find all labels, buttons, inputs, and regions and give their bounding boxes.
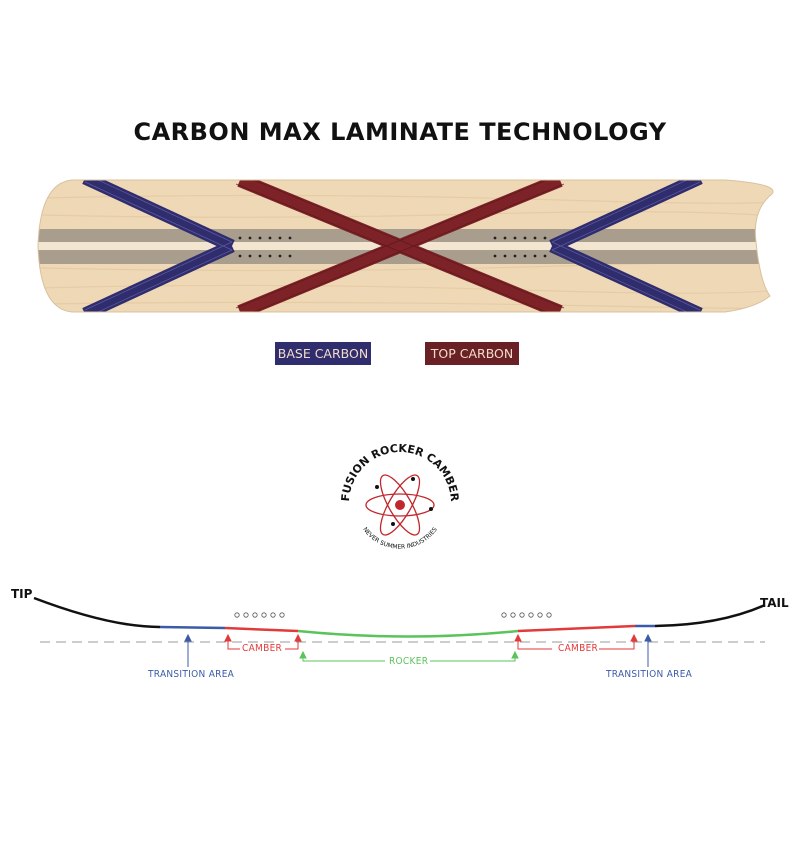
camber-left — [224, 626, 299, 633]
camber-left-label: CAMBER — [242, 643, 283, 654]
tail-label: TAIL — [760, 596, 789, 610]
camber-right — [517, 624, 636, 633]
rocker-bracket — [299, 650, 519, 662]
camber-brackets — [224, 633, 638, 650]
page-title: CARBON MAX LAMINATE TECHNOLOGY — [133, 118, 667, 146]
legend-top-swatch — [425, 342, 519, 365]
fusion-rocker-camber-logo: FUSION ROCKER CAMBER NEVER SUMMER INDUST… — [339, 442, 461, 551]
base-carbon-left — [82, 180, 235, 312]
top-carbon-x — [235, 180, 565, 312]
transition-left — [159, 625, 226, 630]
rocker-section — [297, 629, 519, 638]
camber-profile-diagram — [33, 596, 766, 667]
camber-right-label: CAMBER — [558, 643, 599, 654]
transition-arrows — [184, 633, 652, 667]
insert-marks-right — [501, 612, 552, 618]
rocker-label: ROCKER — [389, 656, 429, 667]
atom-icon — [365, 474, 435, 536]
atom-electrons — [375, 477, 433, 526]
legend-base-swatch — [275, 342, 371, 365]
base-carbon-right — [549, 180, 703, 312]
board-outline — [37, 179, 774, 313]
insert-marks-left — [234, 612, 285, 618]
insert-holes-right — [493, 236, 547, 258]
tip-label: TIP — [11, 587, 33, 601]
legend-top-carbon: TOP CARBON — [430, 346, 514, 361]
atom-nucleus — [395, 500, 405, 510]
legend-base-carbon: BASE CARBON — [277, 346, 369, 361]
snowboard-illustration — [37, 179, 774, 313]
transition-left-label: TRANSITION AREA — [148, 669, 235, 680]
tail-kick — [654, 603, 766, 628]
tip-kick — [33, 596, 161, 629]
carbon-pinstripes — [84, 180, 701, 312]
transition-right-label: TRANSITION AREA — [606, 669, 693, 680]
insert-holes-left — [238, 236, 292, 258]
logo-sub-text: NEVER SUMMER INDUSTRIES — [361, 526, 439, 551]
